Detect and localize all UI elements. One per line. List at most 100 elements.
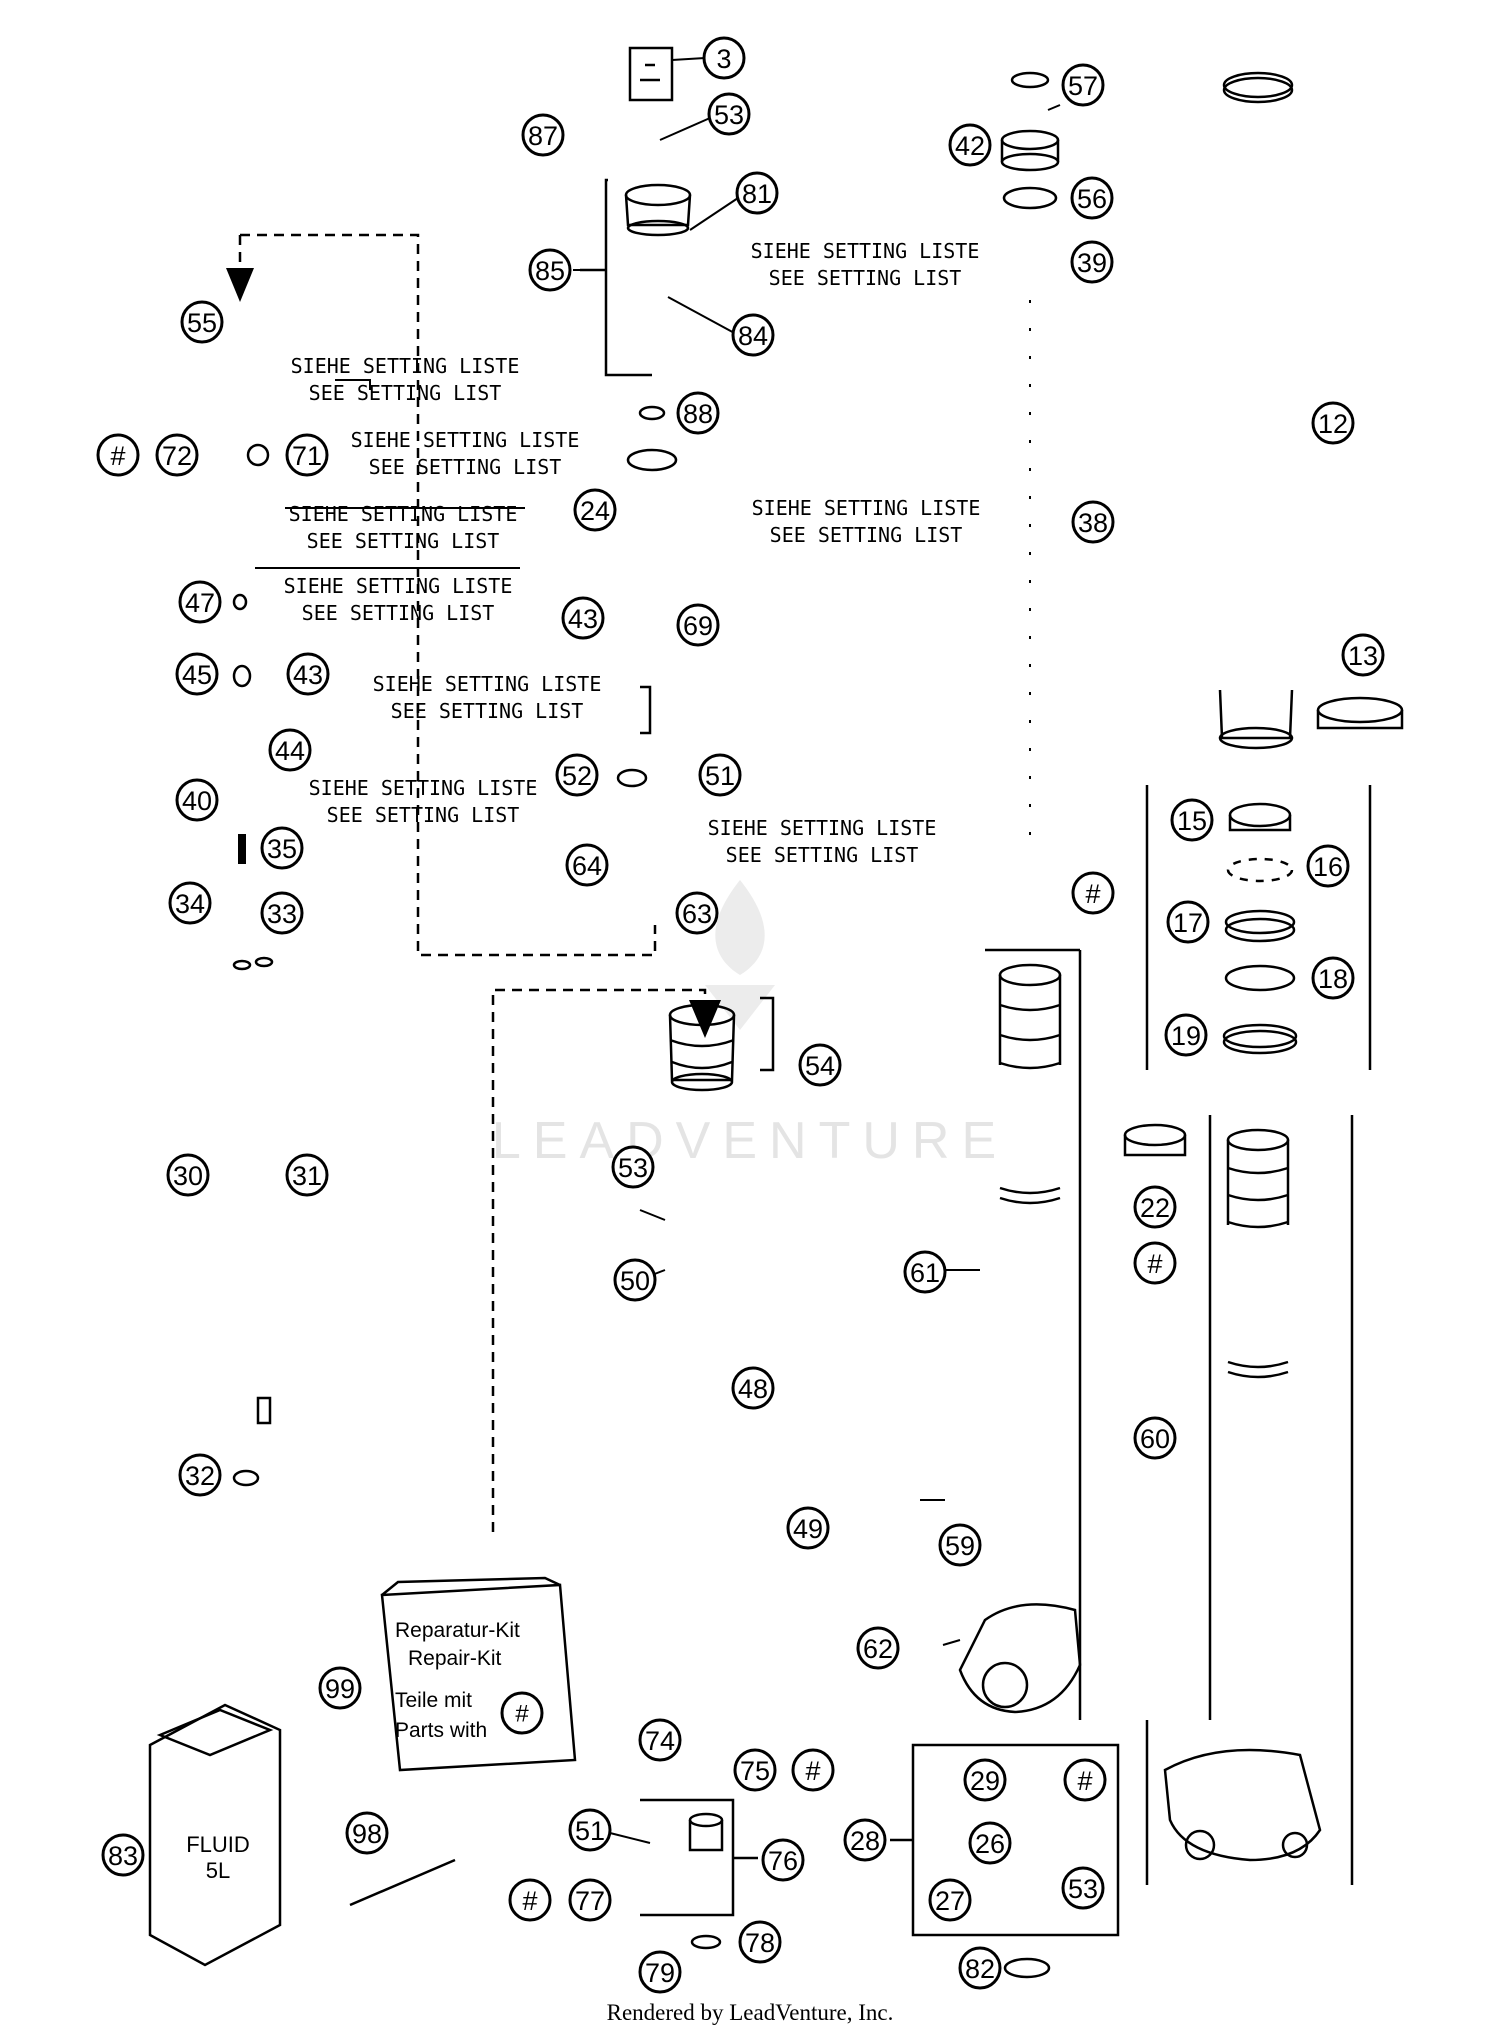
callout-31: 31 [285, 1153, 329, 1197]
svg-text:27: 27 [935, 1886, 965, 1916]
svg-text:52: 52 [562, 761, 592, 791]
setting-notes: SIEHE SETTING LISTE SEE SETTING LIST SIE… [284, 239, 981, 867]
svg-text:61: 61 [910, 1258, 940, 1288]
note-1-de: SIEHE SETTING LISTE [751, 239, 980, 263]
svg-text:82: 82 [965, 1954, 995, 1984]
note-8-en: SEE SETTING LIST [327, 803, 520, 827]
svg-text:60: 60 [1140, 1424, 1170, 1454]
assembly-guide-lines [238, 233, 707, 1532]
callout-19: 19 [1164, 1013, 1208, 1057]
callout-75: 75 [733, 1748, 777, 1792]
note-4-en: SEE SETTING LIST [307, 529, 500, 553]
callout-12: 12 [1311, 401, 1355, 445]
callout-64: 64 [565, 843, 609, 887]
callout-78: 78 [738, 1920, 782, 1964]
fluid-label-line2: 5L [206, 1858, 230, 1883]
svg-text:28: 28 [850, 1826, 880, 1856]
callout-76: 76 [761, 1838, 805, 1882]
svg-text:53: 53 [1068, 1874, 1098, 1904]
svg-text:72: 72 [162, 441, 192, 471]
callout-71: 71 [285, 433, 329, 477]
callout-83: 83 [101, 1833, 145, 1877]
kit-line1: Reparatur-Kit [395, 1619, 520, 1642]
svg-text:98: 98 [352, 1819, 382, 1849]
callout-hash: # [1063, 1758, 1107, 1802]
callout-42: 42 [948, 123, 992, 167]
kit-symbol: # [515, 1701, 529, 1728]
svg-text:50: 50 [620, 1266, 650, 1296]
svg-text:53: 53 [618, 1153, 648, 1183]
callout-57: 57 [1061, 63, 1105, 107]
callout-87: 87 [521, 113, 565, 157]
svg-text:85: 85 [535, 256, 565, 286]
callout-53: 53 [611, 1145, 655, 1189]
note-7-en: SEE SETTING LIST [391, 699, 584, 723]
svg-text:17: 17 [1173, 908, 1203, 938]
svg-text:30: 30 [173, 1161, 203, 1191]
note-divider-lines [255, 379, 525, 569]
svg-text:45: 45 [182, 660, 212, 690]
svg-text:16: 16 [1313, 852, 1343, 882]
svg-text:#: # [805, 1756, 820, 1786]
callout-24: 24 [573, 488, 617, 532]
callout-38: 38 [1071, 500, 1115, 544]
callout-88: 88 [676, 391, 720, 435]
svg-text:#: # [1147, 1249, 1162, 1279]
svg-text:81: 81 [742, 179, 772, 209]
svg-text:12: 12 [1318, 409, 1348, 439]
note-2-de: SIEHE SETTING LISTE [291, 354, 520, 378]
callout-50: 50 [613, 1258, 657, 1302]
svg-text:64: 64 [572, 851, 602, 881]
svg-text:48: 48 [738, 1374, 768, 1404]
svg-text:57: 57 [1068, 71, 1098, 101]
callout-99: 99 [318, 1666, 362, 1710]
callout-55: 55 [180, 300, 224, 344]
kit-line3: Teile mit [395, 1689, 472, 1712]
callout-72: 72 [155, 433, 199, 477]
callout-40: 40 [175, 778, 219, 822]
callout-hash: # [96, 433, 140, 477]
callout-30: 30 [166, 1153, 210, 1197]
svg-text:59: 59 [945, 1531, 975, 1561]
svg-text:63: 63 [682, 899, 712, 929]
callout-hash: # [791, 1748, 835, 1792]
svg-text:#: # [110, 441, 125, 471]
callout-44: 44 [268, 728, 312, 772]
callout-15: 15 [1170, 798, 1214, 842]
note-1-en: SEE SETTING LIST [769, 266, 962, 290]
svg-text:76: 76 [768, 1846, 798, 1876]
svg-text:79: 79 [645, 1958, 675, 1988]
callout-61: 61 [903, 1250, 947, 1294]
svg-text:13: 13 [1348, 641, 1378, 671]
svg-text:#: # [522, 1886, 537, 1916]
callout-82: 82 [958, 1946, 1002, 1990]
callout-33: 33 [260, 891, 304, 935]
fluid-label-line1: FLUID [186, 1832, 250, 1857]
svg-text:22: 22 [1140, 1193, 1170, 1223]
svg-text:42: 42 [955, 131, 985, 161]
callout-98: 98 [345, 1811, 389, 1855]
note-2-en: SEE SETTING LIST [309, 381, 502, 405]
callout-69: 69 [676, 603, 720, 647]
callout-43: 43 [286, 652, 330, 696]
callout-29: 29 [963, 1758, 1007, 1802]
callout-43: 43 [561, 596, 605, 640]
note-6-de: SIEHE SETTING LISTE [284, 574, 513, 598]
callout-32: 32 [178, 1453, 222, 1497]
svg-text:69: 69 [683, 611, 713, 641]
callout-13: 13 [1341, 633, 1385, 677]
callout-85: 85 [528, 248, 572, 292]
svg-text:78: 78 [745, 1928, 775, 1958]
svg-text:40: 40 [182, 786, 212, 816]
callout-51: 51 [568, 1808, 612, 1852]
watermark: LEADVENTURE [492, 880, 996, 1170]
svg-text:32: 32 [185, 1461, 215, 1491]
note-6-en: SEE SETTING LIST [302, 601, 495, 625]
svg-text:74: 74 [645, 1726, 675, 1756]
callout-74: 74 [638, 1718, 682, 1762]
callouts: 3 53 87 81 85 84 57 42 56 39 12 55 88 # … [96, 36, 1385, 1994]
note-9-en: SEE SETTING LIST [726, 843, 919, 867]
note-3-en: SEE SETTING LIST [369, 455, 562, 479]
svg-text:38: 38 [1078, 508, 1108, 538]
